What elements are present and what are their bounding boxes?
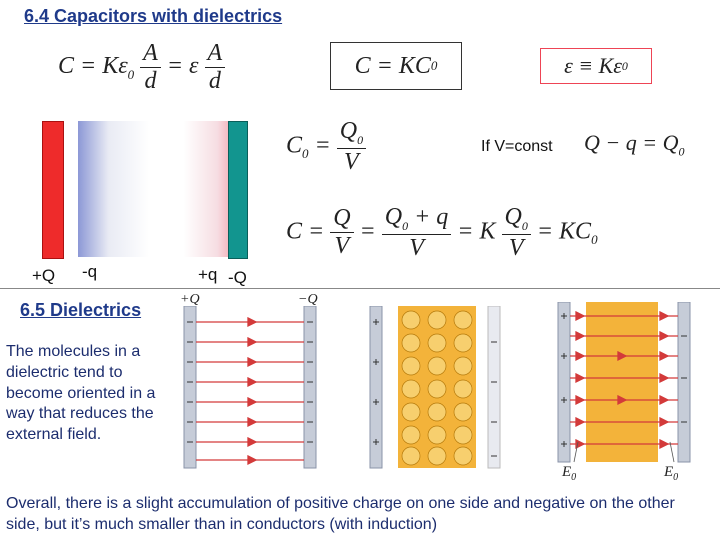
if-v-const-label: If V=const [481, 138, 553, 155]
section-divider [0, 288, 720, 289]
field-in-dielectric-diagram [557, 302, 691, 463]
section-title-dielectrics: 6.5 Dielectrics [20, 300, 142, 320]
section-title-capacitors: 6.4 Capacitors with dielectrics [24, 6, 283, 26]
label-plus-q: +q [198, 265, 218, 284]
dielectric-description: The molecules in a dielectric tend to be… [6, 343, 156, 444]
eq1-lhs: C = Kε [58, 53, 128, 80]
dielectric-slab [78, 121, 248, 257]
eq1-mid: = ε [166, 53, 199, 80]
equation-charge-balance: Q − q = Q0 [584, 130, 685, 159]
label-E0-right: E0 [664, 464, 679, 483]
label-minus-q: -q [82, 262, 98, 281]
diagram1-label-minus-Q: −Q [298, 292, 318, 307]
summary-paragraph: Overall, there is a slight accumulation … [6, 495, 675, 533]
capacitor-plate-positive [42, 121, 64, 259]
label-E0-left: E0 [562, 464, 577, 483]
label-plus-Q: +Q [32, 266, 56, 285]
polarized-dielectric-diagram [369, 306, 501, 469]
capacitor-plate-negative [228, 121, 248, 259]
label-minus-Q: -Q [228, 268, 247, 287]
eq1-sub: 0 [127, 66, 135, 82]
diagram1-label-plus-Q: +Q [180, 292, 200, 307]
field-diagram-vacuum [183, 306, 317, 469]
